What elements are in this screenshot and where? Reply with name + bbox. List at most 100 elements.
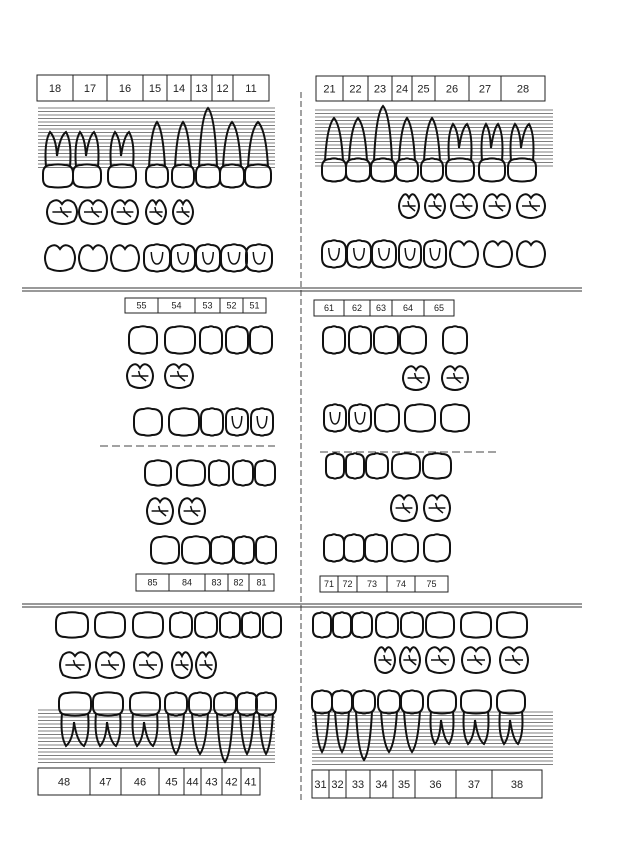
tooth-34-lingual	[376, 612, 398, 637]
tooth-24-side-root	[399, 118, 415, 161]
tooth-37-lingual	[461, 612, 491, 637]
tooth-54-fissure	[170, 371, 188, 381]
tooth-44-side-crown	[189, 692, 211, 715]
tooth-63-lingual	[375, 404, 399, 431]
tooth-42-side-crown	[237, 692, 257, 715]
tooth-81-lingual	[256, 536, 276, 563]
tooth-45-side-crown	[165, 692, 187, 715]
tooth-28-lingual	[517, 241, 545, 267]
tooth-65-fissure	[447, 373, 464, 383]
tooth-number-82: 82	[233, 578, 243, 588]
tooth-38-lingual	[497, 612, 527, 637]
tooth-number-53: 53	[202, 301, 212, 311]
tooth-number-row-primary-upper-left: 6162636465	[314, 300, 454, 316]
tooth-74-side	[392, 453, 420, 478]
tooth-23-side-crown	[371, 158, 395, 181]
tooth-number-65: 65	[434, 303, 444, 313]
tooth-number-84: 84	[182, 578, 192, 588]
tooth-12-lingual	[221, 244, 247, 271]
tooth-number-42: 42	[225, 777, 237, 789]
tooth-number-38: 38	[511, 779, 523, 791]
tooth-45-lingual	[170, 612, 192, 637]
tooth-17-fissure	[84, 207, 102, 217]
tooth-42-lingual	[242, 612, 260, 637]
tooth-53-side	[200, 326, 222, 353]
tooth-51-cingulum	[257, 416, 267, 428]
tooth-31-side-root	[315, 711, 329, 752]
tooth-36-side-root	[431, 711, 454, 744]
tooth-number-35: 35	[398, 779, 410, 791]
tooth-number-81: 81	[256, 578, 266, 588]
tooth-number-18: 18	[49, 83, 61, 95]
tooth-47-side-crown	[93, 692, 123, 715]
tooth-number-54: 54	[171, 301, 181, 311]
tooth-35-side-crown	[401, 690, 423, 713]
tooth-25-cingulum	[430, 248, 440, 260]
tooth-41-side-root	[259, 713, 273, 754]
tooth-22-side-root	[349, 118, 367, 161]
tooth-number-17: 17	[84, 83, 96, 95]
tooth-51-lingual	[251, 408, 273, 435]
tooth-25-lingual	[424, 240, 446, 267]
tooth-number-32: 32	[331, 779, 343, 791]
tooth-24-side-crown	[396, 158, 418, 181]
tooth-41-side-crown	[256, 692, 276, 715]
tooth-45-fissure	[175, 660, 188, 670]
tooth-21-side-root	[325, 118, 343, 161]
tooth-13-cingulum	[203, 252, 214, 264]
tooth-18-fissure	[52, 207, 71, 217]
tooth-42-side-root	[240, 713, 254, 754]
tooth-48-side-root	[62, 713, 89, 746]
tooth-75-side	[423, 453, 451, 478]
tooth-34-fissure	[378, 655, 391, 665]
tooth-52-cingulum	[232, 416, 242, 428]
tooth-number-45: 45	[165, 777, 177, 789]
tooth-61-lingual	[324, 404, 346, 431]
tooth-27-side-crown	[479, 158, 505, 181]
tooth-23-lingual	[372, 240, 396, 267]
tooth-31-side-crown	[312, 690, 332, 713]
tooth-65-side	[443, 326, 467, 353]
tooth-24-lingual	[399, 240, 421, 267]
tooth-number-33: 33	[352, 779, 364, 791]
tooth-16-fissure	[117, 207, 134, 217]
tooth-18-lingual	[45, 245, 75, 271]
tooth-26-lingual	[450, 241, 478, 267]
tooth-47-lingual	[95, 612, 125, 637]
tooth-25-side-root	[424, 118, 440, 161]
tooth-number-row-primary-lower-right: 8584838281	[136, 574, 274, 591]
tooth-84-lingual	[182, 536, 210, 563]
tooth-22-lingual	[347, 240, 371, 267]
tooth-53-lingual	[201, 408, 223, 435]
tooth-83-lingual	[211, 536, 233, 563]
tooth-44-lingual	[195, 612, 217, 637]
tooth-number-47: 47	[99, 777, 111, 789]
tooth-71-lingual	[324, 534, 344, 561]
tooth-number-21: 21	[323, 84, 335, 96]
tooth-number-11: 11	[245, 83, 256, 95]
tooth-27-lingual	[484, 241, 512, 267]
tooth-26-side-crown	[446, 158, 474, 181]
tooth-number-71: 71	[324, 579, 334, 589]
tooth-35-fissure	[403, 655, 416, 665]
tooth-number-46: 46	[134, 777, 146, 789]
tooth-13-lingual	[196, 244, 220, 271]
tooth-62-cingulum	[355, 412, 365, 424]
tooth-number-row-lower-left: 3132333435363738	[312, 770, 542, 798]
tooth-74-lingual	[392, 534, 418, 561]
tooth-82-lingual	[234, 536, 254, 563]
tooth-number-37: 37	[468, 779, 480, 791]
tooth-38-fissure	[505, 655, 523, 665]
tooth-41-lingual	[263, 612, 281, 637]
tooth-44-side-root	[192, 713, 208, 754]
tooth-28-side-crown	[508, 158, 536, 181]
tooth-14-cingulum	[178, 252, 189, 264]
tooth-12-cingulum	[228, 252, 239, 264]
tooth-64-fissure	[408, 373, 425, 383]
tooth-16-side-root	[111, 132, 134, 167]
tooth-34-side-crown	[378, 690, 400, 713]
tooth-62-lingual	[349, 404, 371, 431]
tooth-36-fissure	[431, 655, 449, 665]
tooth-46-lingual	[133, 612, 163, 637]
tooth-37-side-root	[464, 711, 489, 744]
